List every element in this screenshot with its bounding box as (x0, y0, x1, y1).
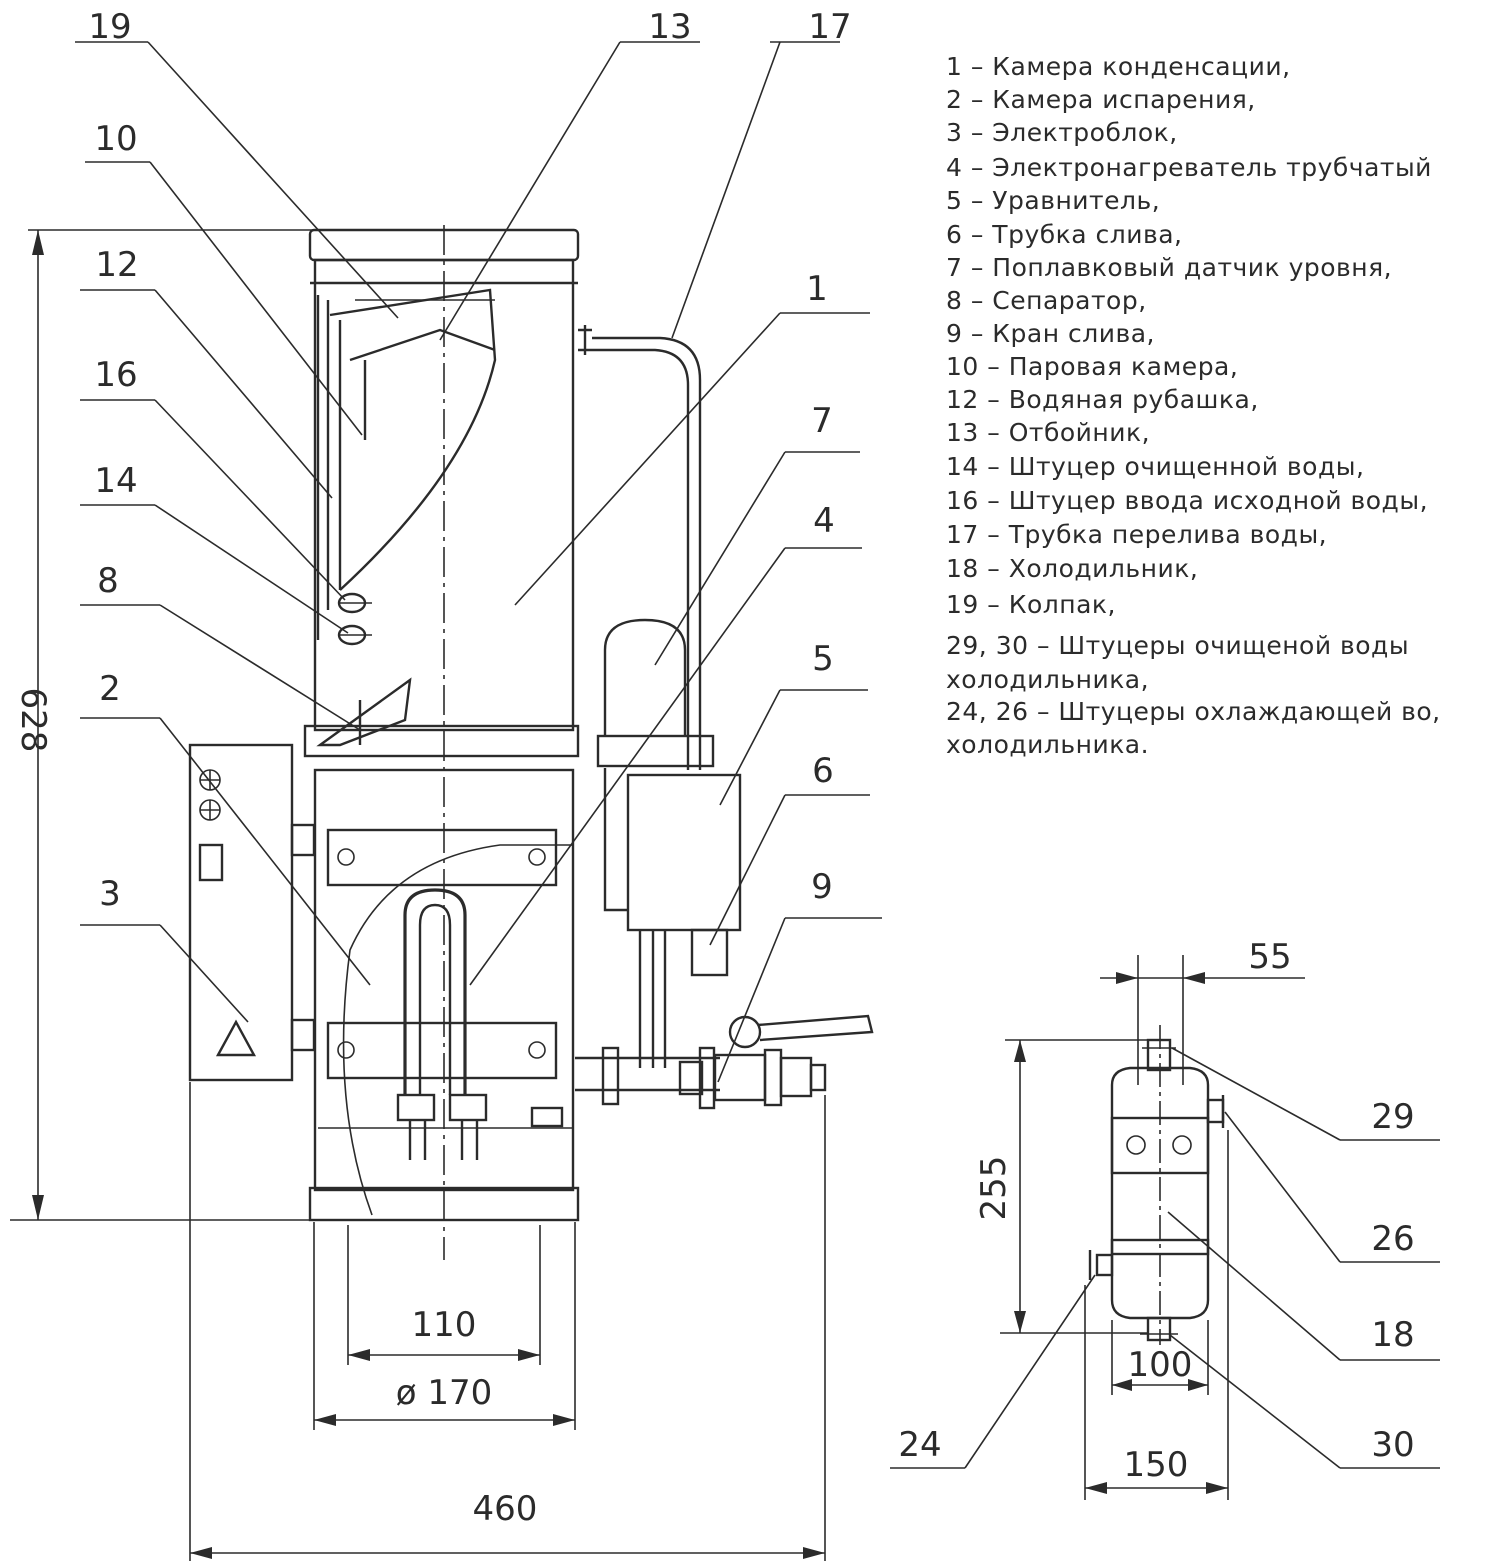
legend-line: 8 – Сепаратор, (946, 286, 1147, 315)
legend-line: 16 – Штуцер ввода исходной воды, (946, 486, 1428, 515)
callout-5: 5 (812, 639, 834, 679)
bracket-top (326, 828, 558, 887)
distiller-body (303, 225, 580, 1260)
legend-line: 2 – Камера испарения, (946, 85, 1256, 114)
dim-110-label: 110 (412, 1305, 477, 1345)
legend-line: 14 – Штуцер очищенной воды, (946, 452, 1364, 481)
tubular-heater (403, 888, 467, 1095)
dim-255-label: 255 (974, 1156, 1014, 1221)
legend-line: 13 – Отбойник, (946, 418, 1150, 447)
callout-7: 7 (811, 401, 833, 441)
legend-line: 12 – Водяная рубашка, (946, 385, 1259, 414)
legend-line: 1 – Камера конденсации, (946, 52, 1291, 81)
dim-628-label: 628 (13, 688, 53, 753)
drain-assembly (575, 1014, 874, 1110)
callout-19: 19 (88, 7, 131, 47)
legend-line: 9 – Кран слива, (946, 319, 1155, 348)
callout-16: 16 (94, 355, 137, 395)
float-sensor-assembly (578, 325, 742, 1068)
callout-2: 2 (99, 669, 121, 709)
callout-13: 13 (648, 7, 691, 47)
dim-460-label: 460 (473, 1489, 538, 1529)
callout-29: 29 (1371, 1097, 1414, 1137)
cooler-body (1110, 1066, 1210, 1320)
bracket-bottom (326, 1021, 558, 1080)
cooler (1088, 1025, 1225, 1345)
legend-line: 18 – Холодильник, (946, 554, 1198, 583)
legend-line: 24, 26 – Штуцеры охлаждающей во, (946, 697, 1441, 726)
legend-line: 5 – Уравнитель, (946, 186, 1160, 215)
hazard-icon (215, 1019, 257, 1057)
cooler-dimensions (1000, 955, 1305, 1500)
callout-30: 30 (1371, 1425, 1414, 1465)
callout-6: 6 (812, 751, 834, 791)
leader-lines (75, 41, 882, 1083)
dim-170-label: ø 170 (396, 1373, 493, 1413)
legend-line: 19 – Колпак, (946, 590, 1116, 619)
callout-12: 12 (95, 245, 138, 285)
legend-line: холодильника, (946, 665, 1149, 694)
callout-24: 24 (898, 1425, 941, 1465)
callout-8: 8 (97, 561, 119, 601)
electric-block-box (188, 743, 294, 1082)
callout-10: 10 (94, 119, 137, 159)
callout-14: 14 (94, 461, 137, 501)
condensation-chamber (313, 258, 575, 732)
callout-26: 26 (1371, 1219, 1414, 1259)
legend-line: 7 – Поплавковый датчик уровня, (946, 253, 1392, 282)
legend-line: 4 – Электронагреватель трубчатый (946, 153, 1432, 182)
cooler-leader-lines (890, 1047, 1440, 1469)
float-sensor (603, 618, 687, 735)
dimension-height (10, 229, 315, 1221)
callout-9: 9 (811, 867, 833, 907)
callout-18: 18 (1371, 1315, 1414, 1355)
dim-100-label: 100 (1128, 1345, 1193, 1385)
legend-line: холодильника. (946, 730, 1149, 759)
legend-line: 6 – Трубка слива, (946, 220, 1183, 249)
legend-line: 3 – Электроблок, (946, 118, 1178, 147)
legend-line: 10 – Паровая камера, (946, 352, 1238, 381)
equalizer (626, 773, 742, 932)
body-band (303, 724, 580, 758)
callout-4: 4 (813, 501, 835, 541)
separator (316, 677, 412, 747)
legend-line: 29, 30 – Штуцеры очищеной воды (946, 631, 1409, 660)
dim-55-label: 55 (1248, 937, 1291, 977)
electric-block (188, 743, 316, 1082)
legend: 1 – Камера конденсации, 2 – Камера испар… (946, 52, 1441, 759)
legend-line: 17 – Трубка перелива воды, (946, 520, 1327, 549)
dim-150-label: 150 (1124, 1445, 1189, 1485)
callout-3: 3 (99, 874, 121, 914)
dimension-bottom (189, 1082, 826, 1565)
callout-17: 17 (808, 7, 851, 47)
overflow-tube (592, 336, 702, 770)
callout-1: 1 (806, 269, 828, 309)
